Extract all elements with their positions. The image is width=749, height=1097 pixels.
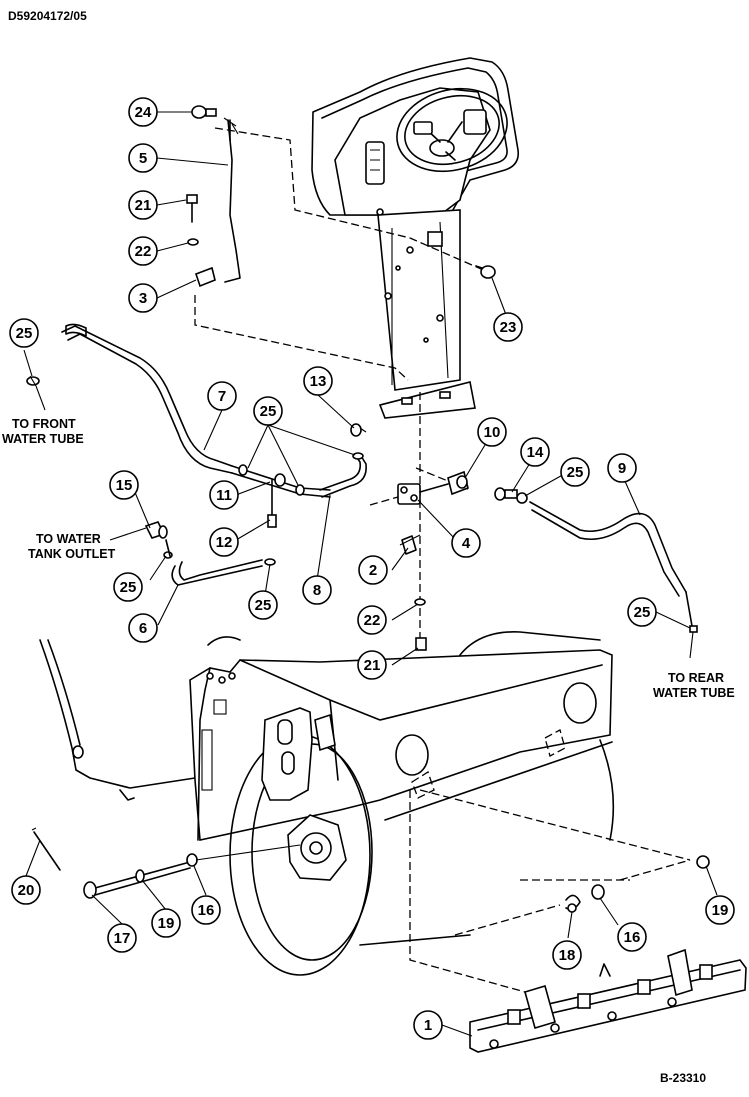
- svg-text:14: 14: [527, 444, 544, 461]
- callout-18: 18: [552, 940, 582, 970]
- callout-25-hose6: 25: [248, 590, 278, 620]
- callout-25-tank: 25: [113, 572, 143, 602]
- svg-text:21: 21: [135, 197, 152, 214]
- bolt-23: [475, 265, 496, 279]
- pin-hardware: [31, 827, 710, 913]
- svg-text:4: 4: [462, 535, 471, 552]
- svg-text:15: 15: [116, 477, 133, 494]
- callout-11: 11: [209, 480, 239, 510]
- throttle-cable: [191, 105, 241, 283]
- svg-text:9: 9: [618, 460, 626, 477]
- svg-text:25: 25: [634, 604, 651, 621]
- callout-22-upper: 22: [128, 236, 158, 266]
- svg-text:19: 19: [712, 902, 729, 919]
- callout-25-front: 25: [9, 318, 39, 348]
- callout-13: 13: [303, 366, 333, 396]
- callout-16-right: 16: [617, 922, 647, 952]
- callout-16-left: 16: [191, 895, 221, 925]
- callout-leaders: [23, 111, 718, 1037]
- callout-2: 2: [358, 555, 388, 585]
- svg-text:5: 5: [139, 150, 147, 167]
- note-front-line2: WATER TUBE: [2, 432, 84, 446]
- document-code: D59204172/05: [8, 9, 87, 23]
- note-rear-line2: WATER TUBE: [653, 686, 735, 700]
- svg-text:8: 8: [313, 582, 321, 599]
- svg-text:21: 21: [364, 657, 381, 674]
- callout-21-upper: 21: [128, 190, 158, 220]
- steering-console: [311, 57, 520, 419]
- callout-3: 3: [128, 283, 158, 313]
- callout-24: 24: [128, 97, 158, 127]
- callout-15: 15: [109, 470, 139, 500]
- callout-9: 9: [607, 453, 637, 483]
- front-water-tube: [26, 323, 233, 474]
- svg-text:16: 16: [624, 929, 641, 946]
- callout-1: 1: [413, 1010, 443, 1040]
- svg-text:18: 18: [559, 947, 576, 964]
- callout-20: 20: [11, 875, 41, 905]
- callout-4: 4: [451, 528, 481, 558]
- tee-fitting-group: [231, 423, 367, 528]
- tank-outlet-hose: [144, 521, 276, 586]
- callout-23: 23: [493, 312, 523, 342]
- callout-7: 7: [207, 381, 237, 411]
- svg-text:19: 19: [158, 915, 175, 932]
- notes: TO FRONT WATER TUBE TO WATER TANK OUTLET…: [2, 417, 735, 700]
- machine-chassis: [39, 631, 615, 976]
- callout-19-left: 19: [151, 908, 181, 938]
- svg-text:25: 25: [260, 403, 277, 420]
- note-tank-line1: TO WATER: [36, 532, 101, 546]
- svg-text:24: 24: [135, 104, 152, 121]
- upper-bolt-set: [186, 194, 216, 288]
- svg-text:16: 16: [198, 902, 215, 919]
- svg-text:10: 10: [484, 424, 501, 441]
- note-front-line1: TO FRONT: [12, 417, 76, 431]
- svg-text:2: 2: [369, 562, 377, 579]
- svg-text:22: 22: [364, 612, 381, 629]
- note-rear-line1: TO REAR: [668, 671, 724, 685]
- callout-22-lower: 22: [357, 605, 387, 635]
- svg-text:3: 3: [139, 290, 147, 307]
- svg-text:25: 25: [255, 597, 272, 614]
- callout-5: 5: [128, 143, 158, 173]
- svg-text:25: 25: [16, 325, 33, 342]
- svg-text:6: 6: [139, 620, 147, 637]
- svg-text:17: 17: [114, 930, 131, 947]
- callout-17: 17: [107, 923, 137, 953]
- valve-assembly: [397, 470, 469, 651]
- svg-text:7: 7: [218, 388, 226, 405]
- note-tank-line2: TANK OUTLET: [28, 547, 116, 561]
- callout-25-rear: 25: [560, 457, 590, 487]
- figure-code: B-23310: [660, 1071, 706, 1085]
- callout-25-reartube: 25: [627, 597, 657, 627]
- callout-14: 14: [520, 437, 550, 467]
- scraper-bar: [409, 789, 747, 1053]
- rear-water-tube: [494, 487, 698, 633]
- svg-text:12: 12: [216, 534, 233, 551]
- svg-text:1: 1: [424, 1017, 432, 1034]
- callout-21-lower: 21: [357, 650, 387, 680]
- svg-text:20: 20: [18, 882, 35, 899]
- svg-text:11: 11: [216, 487, 232, 504]
- callout-10: 10: [477, 417, 507, 447]
- callout-6: 6: [128, 613, 158, 643]
- svg-text:23: 23: [500, 319, 517, 336]
- callout-25-tee: 25: [253, 396, 283, 426]
- callout-12: 12: [209, 527, 239, 557]
- svg-text:25: 25: [120, 579, 137, 596]
- svg-text:22: 22: [135, 243, 152, 260]
- svg-text:25: 25: [567, 464, 584, 481]
- svg-text:13: 13: [310, 373, 327, 390]
- callout-19-right: 19: [705, 895, 735, 925]
- callout-8: 8: [302, 575, 332, 605]
